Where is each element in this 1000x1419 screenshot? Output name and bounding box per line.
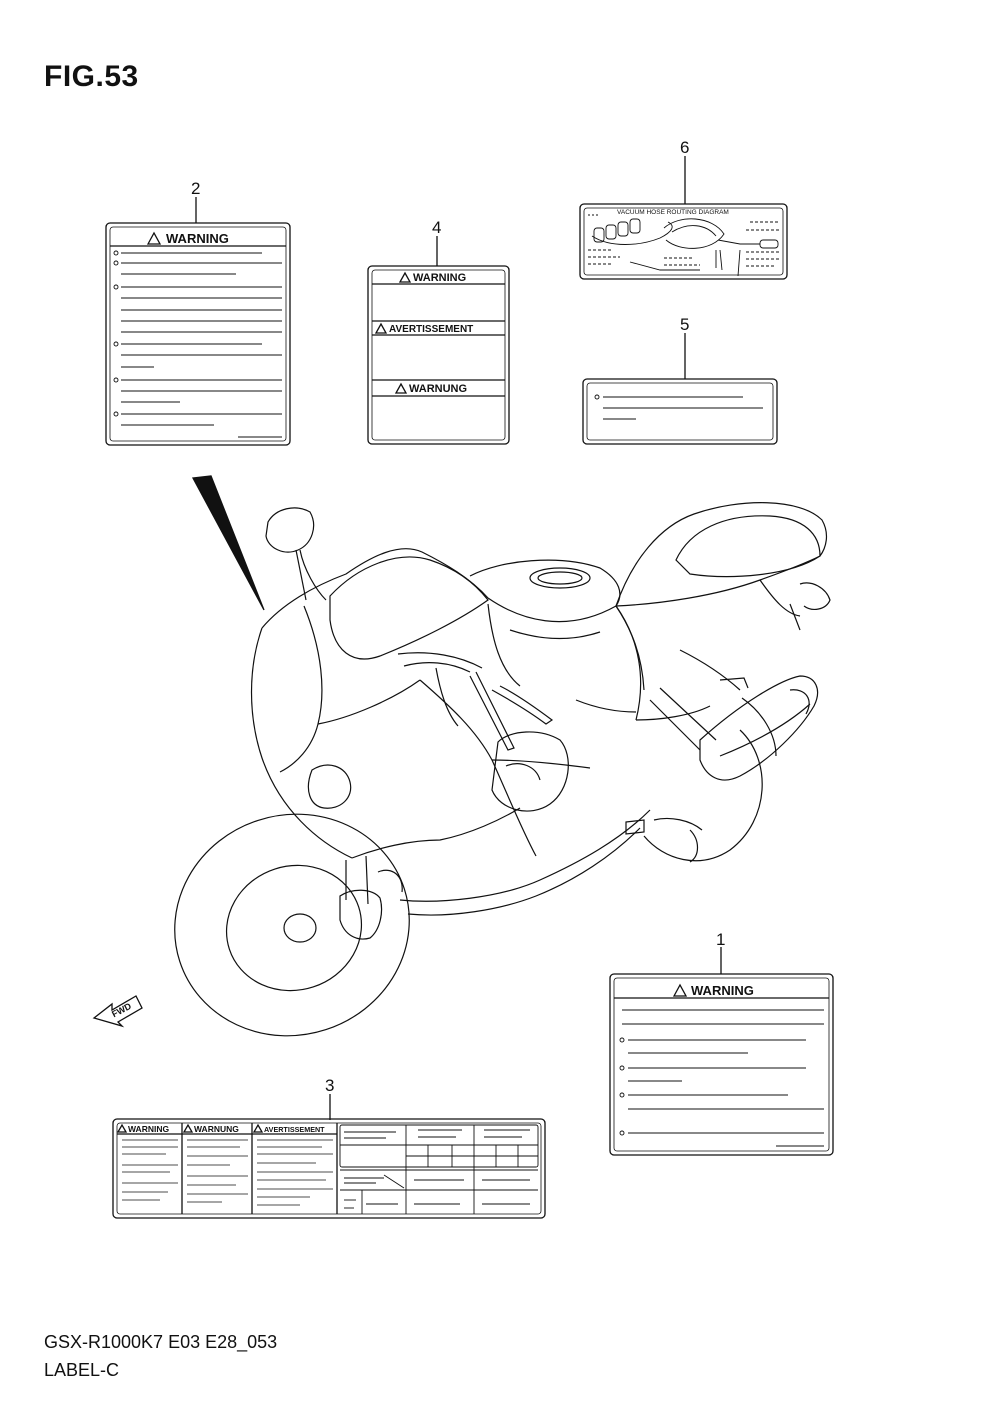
svg-text:WARNING: WARNING: [413, 272, 466, 284]
label-6-vacuum-hose: VACUUM HOSE ROUTING DIAGRAM: [579, 156, 788, 280]
callout-2: 2: [191, 179, 200, 198]
svg-text:AVERTISSEMENT: AVERTISSEMENT: [264, 1125, 325, 1134]
label-3-multilingual: WARNING WARNUNG AVERTISSEMENT: [112, 1094, 546, 1219]
pointer-wedge: [191, 475, 265, 611]
figure-title: FIG.53: [44, 60, 139, 93]
label-1-warning: WARNING: [609, 947, 834, 1156]
model-code: GSX-R1000K7 E03 E28_053: [44, 1332, 278, 1352]
callout-4: 4: [432, 218, 441, 237]
svg-text:VACUUM HOSE ROUTING DIAGRAM: VACUUM HOSE ROUTING DIAGRAM: [617, 209, 729, 216]
warning-triangle-icon: [146, 231, 162, 245]
label-4-trilingual: WARNING AVERTISSEMENT WARNUNG: [367, 236, 510, 445]
callout-1: 1: [716, 930, 725, 949]
figure-subtitle: LABEL-C: [44, 1360, 120, 1380]
label-2-warning: WARNING: [105, 197, 291, 446]
label-2-heading: WARNING: [166, 231, 229, 246]
svg-text:AVERTISSEMENT: AVERTISSEMENT: [389, 324, 473, 335]
callout-5: 5: [680, 315, 689, 334]
svg-text:WARNUNG: WARNUNG: [409, 383, 467, 395]
svg-text:WARNUNG: WARNUNG: [194, 1124, 239, 1134]
callout-6: 6: [680, 138, 689, 157]
fwd-arrow-icon: FWD: [92, 995, 143, 1028]
label-5-notice: [582, 333, 778, 445]
callout-3: 3: [325, 1076, 334, 1095]
svg-text:FWD: FWD: [110, 1001, 133, 1020]
label-1-heading: WARNING: [691, 983, 754, 998]
svg-text:WARNING: WARNING: [128, 1124, 169, 1134]
motorcycle-outline: [174, 502, 831, 1037]
